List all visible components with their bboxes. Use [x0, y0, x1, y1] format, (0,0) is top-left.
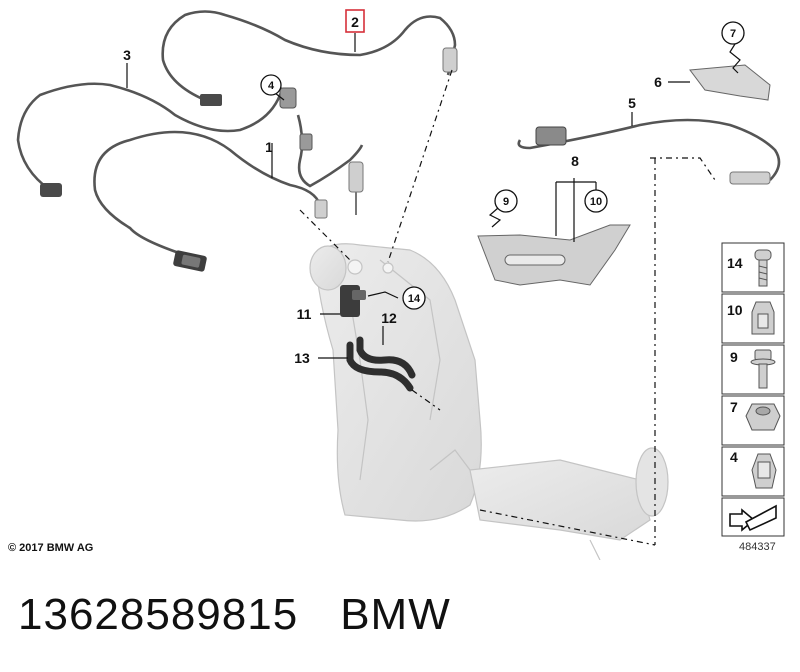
temperature-sensor-3 — [16, 82, 283, 192]
callout-7: 7 — [730, 28, 736, 40]
callout-10: 10 — [590, 196, 602, 208]
legend-item-arrow — [721, 497, 785, 537]
callout-14: 14 — [408, 293, 421, 305]
flange-bolt-icon — [750, 349, 776, 389]
pressure-pipe-13 — [346, 341, 414, 392]
callout-1: 1 — [265, 139, 273, 155]
callout-2-highlight — [345, 9, 365, 33]
callout-11: 11 — [297, 306, 312, 322]
fastener-legend: 14 10 9 7 — [721, 242, 785, 537]
legend-label-9: 9 — [730, 349, 738, 365]
sensor-5-connector — [535, 126, 567, 146]
legend-item-9: 9 — [721, 344, 785, 395]
callout-4: 4 — [268, 80, 275, 92]
harness-clip — [279, 87, 313, 151]
arrow-icon — [729, 504, 777, 532]
legend-item-14: 14 — [721, 242, 785, 293]
spring-clip-icon — [751, 453, 777, 489]
part-caption: 13628589815 BMW — [18, 590, 451, 640]
legend-item-4: 4 — [721, 446, 785, 497]
sensor-2-connector — [200, 94, 222, 106]
temperature-sensor-5 — [517, 118, 781, 181]
hex-nut-icon — [745, 403, 781, 431]
callout-13: 13 — [294, 350, 310, 366]
callout-2: 2 — [351, 14, 359, 30]
sensor-2-probe — [442, 47, 458, 73]
legend-label-14: 14 — [727, 255, 743, 271]
bracket-8 — [477, 224, 631, 286]
legend-item-7: 7 — [721, 395, 785, 446]
brand-name: BMW — [340, 590, 451, 639]
callout-4-circle — [260, 74, 282, 96]
part-number: 13628589815 — [18, 590, 299, 639]
bolt-icon — [754, 249, 772, 287]
sensor-1-connector — [173, 250, 207, 272]
callout-7-circle — [721, 21, 745, 45]
clip-nut-icon — [751, 301, 775, 335]
diagram-number: 484337 — [739, 541, 776, 553]
callout-5: 5 — [628, 95, 636, 111]
legend-item-10: 10 — [721, 293, 785, 344]
callout-3: 3 — [123, 47, 131, 63]
legend-label-10: 10 — [727, 302, 743, 318]
copyright-notice: © 2017 BMW AG — [8, 542, 94, 554]
callout-12: 12 — [381, 310, 397, 326]
sensor-3-connector — [40, 183, 62, 197]
callout-8: 8 — [571, 153, 579, 169]
temperature-sensor-2 — [161, 10, 457, 102]
callout-14-circle — [402, 286, 426, 310]
callout-10-circle — [584, 189, 608, 213]
dashed-guides — [299, 69, 716, 546]
callout-6: 6 — [654, 74, 662, 90]
sensor-1-probe — [314, 161, 364, 219]
callout-9-circle — [494, 189, 518, 213]
callout-9: 9 — [503, 196, 509, 208]
bracket-6 — [689, 64, 771, 101]
parts-diagram: 2 3 4 1 5 6 7 8 9 10 11 12 13 14 14 10 — [16, 9, 785, 560]
temperature-sensor-1 — [93, 114, 364, 257]
pressure-sensor-11 — [340, 285, 366, 317]
sensor-5-probe — [729, 171, 771, 185]
legend-label-4: 4 — [730, 449, 738, 465]
legend-label-7: 7 — [730, 399, 738, 415]
pressure-pipe-12 — [356, 336, 416, 379]
